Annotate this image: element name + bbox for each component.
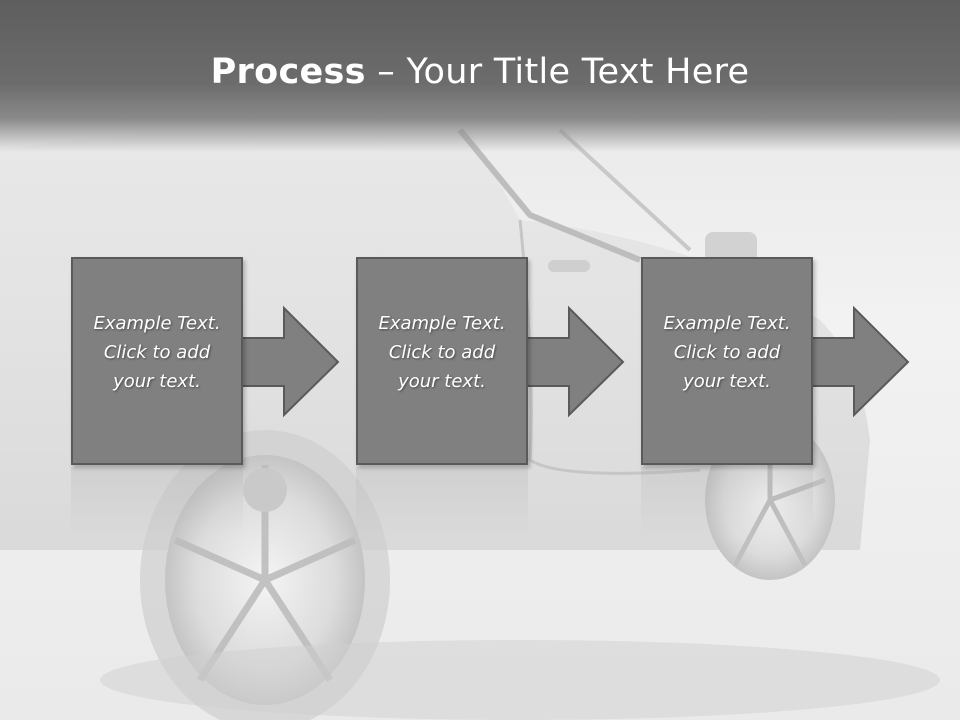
title-band: [0, 0, 960, 152]
step-reflection: [71, 467, 243, 537]
step-reflection: [356, 467, 528, 537]
step-box[interactable]: [71, 257, 243, 465]
step-box[interactable]: [641, 257, 813, 465]
process-step-2[interactable]: Example Text. Click to add your text.: [356, 257, 696, 467]
slide-title[interactable]: Process – Your Title Text Here: [0, 52, 960, 92]
step-text[interactable]: Example Text. Click to add your text.: [93, 313, 221, 392]
step-text[interactable]: Example Text. Click to add your text.: [378, 313, 506, 392]
arrow-right-icon: [810, 305, 910, 418]
step-box[interactable]: [356, 257, 528, 465]
title-rest: – Your Title Text Here: [365, 52, 750, 92]
arrow-right-icon: [525, 305, 625, 418]
step-reflection: [641, 467, 813, 537]
process-step-3[interactable]: Example Text. Click to add your text.: [641, 257, 960, 467]
process-step-1[interactable]: Example Text. Click to add your text.: [71, 257, 411, 467]
step-text[interactable]: Example Text. Click to add your text.: [663, 313, 791, 392]
title-bold: Process: [210, 52, 366, 92]
arrow-right-icon: [240, 305, 340, 418]
